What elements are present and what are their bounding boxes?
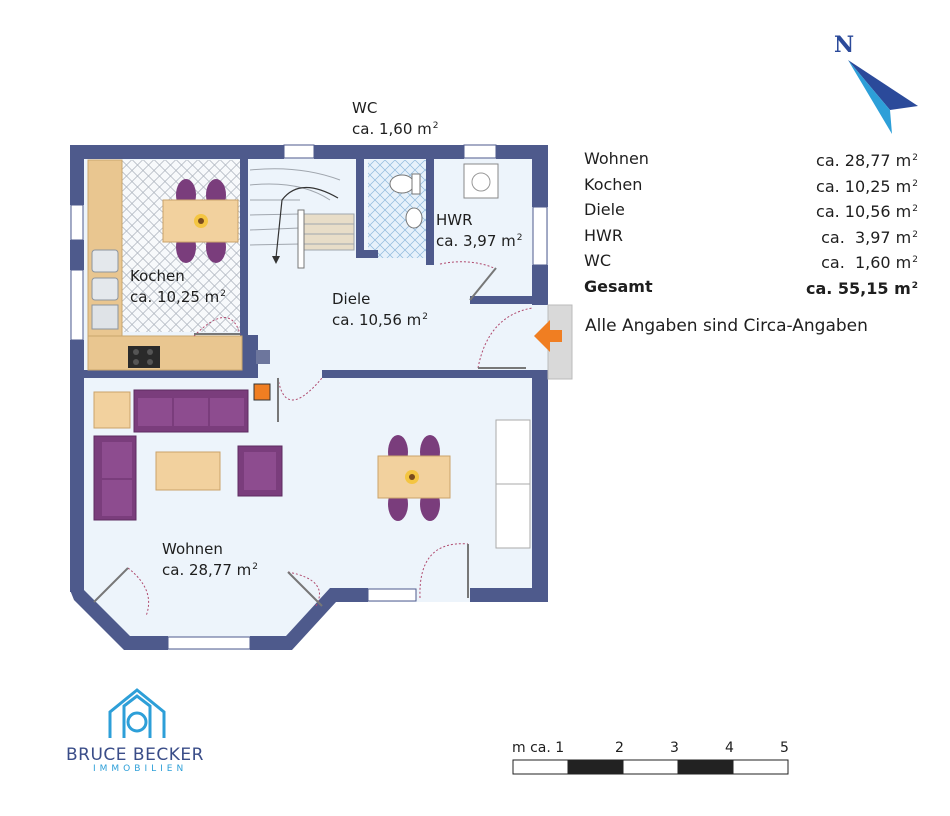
area-row-name: Diele: [584, 200, 625, 219]
kochen-label: Kochen ca. 10,25 m2: [130, 267, 226, 306]
area-row-value: ca. 3,97 m2: [821, 227, 918, 247]
area-row-value: ca. 1,60 m2: [821, 253, 918, 272]
scale-bar-labels: m ca. 1 2 3 4 5: [512, 740, 797, 758]
wc-fixtures: [389, 173, 423, 229]
area-row-name: Wohnen: [584, 149, 649, 168]
wohnen-name: Wohnen: [162, 540, 223, 558]
wohnen-area: ca. 28,77 m2: [162, 561, 259, 579]
logo-house-icon: [108, 688, 166, 738]
living-furniture: [93, 389, 531, 549]
hwr-label: HWR ca. 3,97 m2: [436, 211, 523, 250]
interior-walls: [84, 145, 532, 378]
area-row-diele: Diele ca. 10,56 m2: [584, 197, 918, 223]
area-table: Wohnen ca. 28,77 m2 Kochen ca. 10,25 m2 …: [584, 146, 918, 299]
compass-needle-icon: [848, 60, 918, 134]
scale-tick: 2: [615, 740, 624, 756]
kochen-area: ca. 10,25 m2: [130, 288, 227, 306]
diele-label: Diele ca. 10,56 m2: [332, 290, 428, 329]
scale-tick: 4: [725, 740, 734, 756]
area-row-name: HWR: [584, 225, 623, 245]
area-row-value: ca. 28,77 m2: [816, 151, 918, 170]
wohnen-label: Wohnen ca. 28,77 m2: [162, 540, 258, 579]
door-leaves: [93, 267, 526, 607]
wc-area: ca. 1,60 m2: [352, 120, 439, 138]
windows: [70, 144, 548, 650]
kitchen-counter: [87, 159, 243, 371]
diele-name: Diele: [332, 290, 371, 308]
area-row-value: ca. 10,56 m2: [816, 202, 918, 221]
hwr-name: HWR: [436, 211, 473, 229]
scale-tick: 5: [780, 740, 789, 756]
north-label: N: [834, 32, 855, 58]
kochen-name: Kochen: [130, 267, 185, 285]
scale-tick: 3: [670, 740, 679, 756]
area-row-value: ca. 10,25 m2: [816, 176, 918, 196]
area-row-wc: WC ca. 1,60 m2: [584, 248, 918, 274]
diele-area: ca. 10,56 m2: [332, 311, 429, 329]
area-row-kochen: Kochen ca. 10,25 m2: [584, 172, 918, 198]
hwr-area: ca. 3,97 m2: [436, 232, 523, 250]
logo-name: BRUCE BECKER: [66, 745, 204, 765]
area-total-value: ca. 55,15 m2: [805, 278, 918, 298]
fireplace: [253, 383, 271, 401]
disclaimer-note: Alle Angaben sind Circa-Angaben: [585, 316, 868, 336]
living-dining-set: [377, 435, 451, 521]
logo-subtitle: IMMOBILIEN: [93, 764, 188, 774]
entrance-arrow: [534, 320, 562, 352]
staircase: [249, 168, 355, 269]
scale-bar: [512, 759, 789, 775]
area-total-name: Gesamt: [584, 276, 653, 296]
wc-label: WC ca. 1,60 m2: [352, 99, 439, 138]
kitchen-dining-set: [162, 179, 239, 263]
area-row-total: Gesamt ca. 55,15 m2: [584, 274, 918, 300]
wc-name: WC: [352, 99, 378, 117]
area-row-hwr: HWR ca. 3,97 m2: [584, 223, 918, 249]
area-row-wohnen: Wohnen ca. 28,77 m2: [584, 146, 918, 172]
area-row-name: WC: [584, 251, 611, 270]
scale-prefix: m ca. 1: [512, 740, 565, 756]
area-row-name: Kochen: [584, 174, 643, 194]
washing-machine: [463, 163, 499, 199]
